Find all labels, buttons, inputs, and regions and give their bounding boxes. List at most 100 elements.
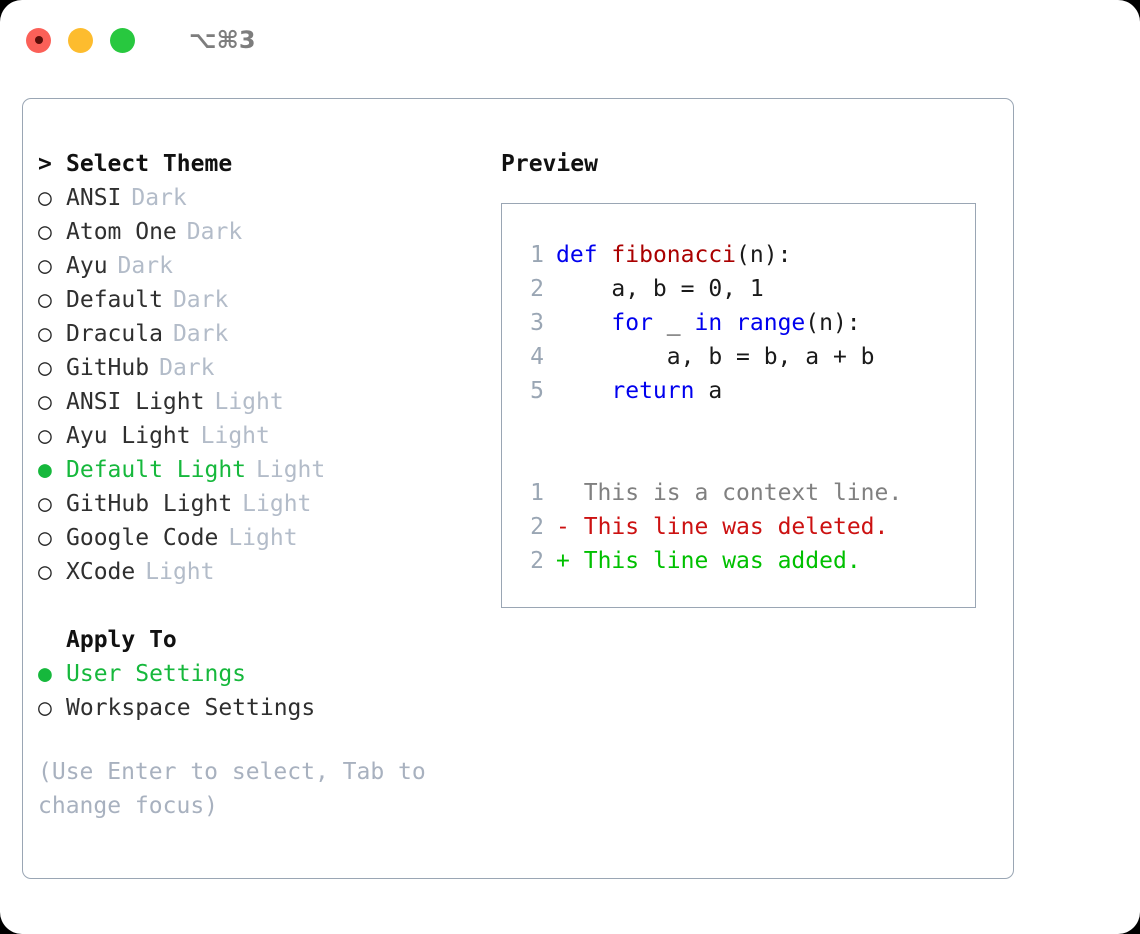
apply-to-option-label: User Settings — [66, 661, 247, 687]
radio-unselected-icon[interactable]: ○ — [38, 695, 52, 721]
line-number: 2 — [530, 514, 544, 540]
theme-item-label: Atom One — [66, 219, 177, 245]
theme-item-dracula[interactable]: ○ Dracula Dark — [38, 317, 488, 351]
list-spacer — [38, 589, 488, 623]
theme-item-label: XCode — [66, 559, 136, 585]
code-text: a, b = 0, 1 — [556, 276, 764, 302]
radio-unselected-icon[interactable]: ○ — [38, 219, 52, 245]
diff-line-deleted: 2 - This line was deleted. — [516, 510, 975, 544]
theme-item-tag: Dark — [172, 321, 229, 347]
theme-item-tag: Light — [214, 389, 284, 415]
theme-item-ayu-light[interactable]: ○ Ayu Light Light — [38, 419, 488, 453]
theme-item-label: GitHub Light — [66, 491, 233, 517]
line-number: 1 — [530, 480, 544, 506]
main-panel: > Select Theme ○ ANSI Dark ○ Atom One Da… — [22, 98, 1014, 879]
code-text: for _ in range(n): — [611, 310, 861, 336]
theme-item-label: ANSI — [66, 185, 122, 211]
code-text: a, b = b, a + b — [556, 344, 875, 370]
theme-item-default-dark[interactable]: ○ Default Dark — [38, 283, 488, 317]
minimize-button[interactable] — [68, 27, 93, 53]
diff-text: This is a context line. — [583, 480, 903, 506]
code-line: 4 a, b = b, a + b — [516, 340, 975, 374]
theme-item-default-light[interactable]: ● Default Light Light — [38, 453, 488, 487]
line-number: 3 — [530, 310, 544, 336]
theme-item-label: GitHub — [66, 355, 150, 381]
theme-item-atom-one[interactable]: ○ Atom One Dark — [38, 215, 488, 249]
theme-selector-title: Select Theme — [66, 151, 233, 177]
keyboard-shortcut-label: ⌥⌘3 — [189, 26, 256, 54]
theme-item-tag: Dark — [172, 287, 229, 313]
theme-selector-header: > Select Theme — [38, 147, 488, 181]
code-text: def fibonacci(n): — [556, 242, 792, 268]
apply-to-workspace-settings[interactable]: ○ Workspace Settings — [38, 691, 488, 725]
code-line: 5 return a — [516, 374, 975, 408]
code-blank-line — [516, 408, 975, 442]
apply-to-header: · Apply To — [38, 623, 488, 657]
diff-text: This line was added. — [583, 548, 861, 574]
radio-unselected-icon[interactable]: ○ — [38, 491, 52, 517]
theme-item-label: Default — [66, 287, 163, 313]
theme-item-tag: Dark — [117, 253, 173, 279]
theme-item-tag: Dark — [131, 185, 187, 211]
apply-to-title: Apply To — [66, 627, 177, 653]
apply-to-user-settings[interactable]: ● User Settings — [38, 657, 488, 691]
maximize-button[interactable] — [110, 27, 135, 53]
diff-text: This line was deleted. — [583, 514, 889, 540]
code-blank-line — [516, 442, 975, 476]
radio-unselected-icon[interactable]: ○ — [38, 185, 52, 211]
theme-item-label: Google Code — [66, 525, 219, 551]
radio-selected-icon[interactable]: ● — [38, 457, 52, 483]
theme-item-github-light[interactable]: ○ GitHub Light Light — [38, 487, 488, 521]
theme-item-label: Dracula — [66, 321, 163, 347]
theme-item-tag: Light — [145, 559, 215, 585]
theme-item-tag: Light — [228, 525, 298, 551]
diff-sign — [556, 476, 584, 510]
diff-line-context: 1 This is a context line. — [516, 476, 975, 510]
theme-item-ayu[interactable]: ○ Ayu Dark — [38, 249, 488, 283]
theme-item-tag: Light — [200, 423, 270, 449]
apply-to-option-label: Workspace Settings — [66, 695, 316, 721]
theme-item-label: Default Light — [66, 457, 247, 483]
line-number: 2 — [530, 548, 544, 574]
window-controls — [26, 27, 135, 53]
radio-unselected-icon[interactable]: ○ — [38, 423, 52, 449]
theme-item-label: ANSI Light — [66, 389, 205, 415]
preview-pane: Preview 1 def fibonacci(n): 2 a, b = 0, … — [501, 147, 1001, 608]
line-number: 4 — [530, 344, 544, 370]
radio-unselected-icon[interactable]: ○ — [38, 253, 52, 279]
spacer-icon: · — [38, 623, 66, 657]
radio-selected-icon[interactable]: ● — [38, 661, 52, 687]
preview-box: 1 def fibonacci(n): 2 a, b = 0, 1 3 for … — [501, 203, 976, 608]
line-number: 2 — [530, 276, 544, 302]
theme-item-label: Ayu — [66, 253, 108, 279]
theme-item-label: Ayu Light — [66, 423, 191, 449]
theme-item-ansi-light[interactable]: ○ ANSI Light Light — [38, 385, 488, 419]
preview-title: Preview — [501, 151, 598, 177]
line-number: 5 — [530, 378, 544, 404]
keyboard-hint-text: (Use Enter to select, Tab to change focu… — [38, 759, 426, 819]
radio-unselected-icon[interactable]: ○ — [38, 355, 52, 381]
close-button[interactable] — [26, 27, 51, 53]
radio-unselected-icon[interactable]: ○ — [38, 525, 52, 551]
radio-unselected-icon[interactable]: ○ — [38, 389, 52, 415]
diff-sign: - — [556, 514, 570, 540]
window-titlebar: ⌥⌘3 — [0, 0, 1140, 80]
radio-unselected-icon[interactable]: ○ — [38, 559, 52, 585]
theme-item-tag: Light — [256, 457, 326, 483]
theme-item-tag: Dark — [159, 355, 215, 381]
theme-item-tag: Dark — [186, 219, 243, 245]
theme-item-tag: Light — [242, 491, 312, 517]
theme-item-github-dark[interactable]: ○ GitHub Dark — [38, 351, 488, 385]
code-line: 3 for _ in range(n): — [516, 306, 975, 340]
radio-unselected-icon[interactable]: ○ — [38, 287, 52, 313]
diff-sign: + — [556, 548, 570, 574]
diff-line-added: 2 + This line was added. — [516, 544, 975, 578]
code-line: 2 a, b = 0, 1 — [516, 272, 975, 306]
theme-item-xcode[interactable]: ○ XCode Light — [38, 555, 488, 589]
theme-selector-pane: > Select Theme ○ ANSI Dark ○ Atom One Da… — [38, 147, 488, 823]
theme-item-ansi[interactable]: ○ ANSI Dark — [38, 181, 488, 215]
code-line: 1 def fibonacci(n): — [516, 238, 975, 272]
theme-item-google-code[interactable]: ○ Google Code Light — [38, 521, 488, 555]
radio-unselected-icon[interactable]: ○ — [38, 321, 52, 347]
